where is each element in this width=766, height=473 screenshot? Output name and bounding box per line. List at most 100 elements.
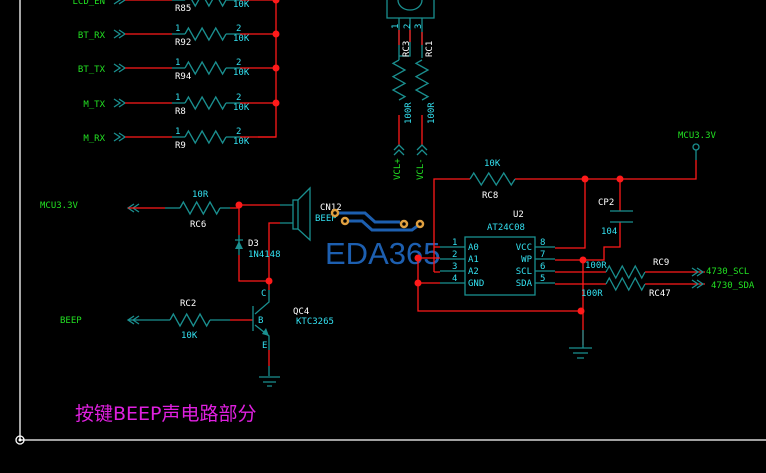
- value-label: 10R: [192, 190, 209, 200]
- resistor-zigzag: [184, 26, 227, 42]
- pin-name: WP: [521, 255, 532, 265]
- section-title: 按键BEEP声电路部分: [75, 403, 257, 425]
- resistor-rc9[interactable]: 100R RC9: [585, 258, 669, 280]
- junction-dot: [235, 201, 243, 209]
- pin-name: VCC: [516, 243, 532, 253]
- pin-name: A1: [468, 255, 479, 265]
- pull-resistor-row[interactable]: LCD_EN1210KR85: [72, 0, 280, 14]
- value-label: 100R: [427, 102, 437, 124]
- pin-number: 4: [452, 274, 457, 284]
- resistor-rc3[interactable]: RC3 100R: [391, 41, 414, 145]
- pull-resistor-bank: LCD_EN1210KR85BT_RX1210KR92BT_TX1210KR94…: [72, 0, 280, 151]
- diode-d3[interactable]: D3 1N4148: [235, 235, 281, 260]
- net-label-mcu3v3[interactable]: MCU3.3V: [40, 201, 79, 211]
- net-label[interactable]: M_TX: [83, 100, 105, 110]
- ref-label: U2: [513, 210, 524, 220]
- value-label: AT24C08: [487, 223, 525, 233]
- ref-label: R92: [175, 38, 191, 48]
- net-label[interactable]: M_RX: [83, 134, 105, 144]
- origin-marker: [15, 435, 25, 445]
- value-label: 100R: [404, 102, 414, 124]
- pcb-trace-overlay: [330, 208, 425, 232]
- resistor-zigzag: [469, 171, 516, 187]
- value-label: 10K: [233, 103, 250, 113]
- ref-label: RC3: [402, 41, 412, 57]
- speaker-cn12[interactable]: CN12 BEEP: [292, 186, 342, 242]
- pin-name: A2: [468, 267, 479, 277]
- value-label: BEEP: [315, 214, 337, 224]
- pin-name: SCL: [516, 267, 532, 277]
- pin-number: 3: [452, 262, 457, 272]
- ref-label: QC4: [293, 307, 309, 317]
- resistor-zigzag: [184, 129, 227, 145]
- ref-label: R85: [175, 4, 191, 14]
- value-label: 10K: [181, 331, 198, 341]
- pin-number: 2: [452, 250, 457, 260]
- net-label[interactable]: BT_TX: [78, 65, 106, 75]
- pin-number: 1: [175, 24, 180, 34]
- pin-number: 8: [540, 238, 545, 248]
- ref-label: RC8: [482, 191, 498, 201]
- value-label: 10K: [233, 137, 250, 147]
- value-label: 10K: [233, 0, 250, 10]
- pin-number: 2: [403, 24, 413, 29]
- power-port-icon: [692, 143, 700, 151]
- resistor-rc6[interactable]: 10R RC6: [179, 190, 221, 230]
- pin-number: 1: [175, 58, 180, 68]
- ref-label: RC9: [653, 258, 669, 268]
- net-port-arrow: [113, 29, 127, 39]
- ref-label: RC6: [190, 220, 206, 230]
- net-label-vcl-plus[interactable]: VCL+: [393, 158, 403, 180]
- value-label: 100R: [585, 261, 607, 271]
- pin-name: A0: [468, 243, 479, 253]
- net-label-beep[interactable]: BEEP: [60, 316, 82, 326]
- pin-label: E: [262, 341, 267, 351]
- resistor-zigzag: [391, 59, 407, 101]
- pin-number: 6: [540, 262, 545, 272]
- value-label: 10K: [233, 68, 250, 78]
- net-port-arrow: [126, 315, 170, 325]
- value-label: 10K: [484, 159, 501, 169]
- pin-number: 1: [175, 127, 180, 137]
- value-label: 100R: [581, 289, 603, 299]
- pin-number: 1: [452, 238, 457, 248]
- transistor-qc4[interactable]: C B E QC4 KTC3265: [252, 289, 334, 351]
- ref-label: RC47: [649, 289, 671, 299]
- net-label-vcl-minus[interactable]: VCL-: [416, 158, 426, 180]
- ref-label: CP2: [598, 198, 614, 208]
- pin-number: 3: [414, 24, 424, 29]
- junction-dots: [414, 175, 624, 315]
- ground-icon: [569, 330, 592, 359]
- resistor-rc47[interactable]: 100R RC47: [581, 276, 671, 299]
- connector-jack-arc: [397, 0, 423, 11]
- net-port-arrow: [113, 0, 127, 5]
- pin-number: 5: [540, 274, 545, 284]
- net-label-mcu3v3[interactable]: MCU3.3V: [678, 131, 717, 141]
- net-port-arrow: [113, 63, 127, 73]
- ground-icon: [259, 342, 280, 387]
- pin-number: 1: [391, 24, 401, 29]
- resistor-zigzag: [179, 200, 221, 216]
- net-label[interactable]: BT_RX: [78, 31, 106, 41]
- resistor-rc1[interactable]: RC1 100R: [414, 41, 437, 145]
- sheet-border: [19, 0, 766, 441]
- watermark-logo: EDA365: [325, 236, 440, 271]
- net-label-scl[interactable]: 4730_SCL: [706, 267, 749, 277]
- pin-number: 1: [175, 93, 180, 103]
- pin-label: C: [261, 289, 266, 299]
- ref-label: D3: [248, 239, 259, 249]
- resistor-rc8[interactable]: 10K RC8: [469, 159, 516, 201]
- vcl-connector[interactable]: 1 2 3: [386, 0, 435, 60]
- net-label[interactable]: LCD_EN: [72, 0, 105, 7]
- net-port-arrow: [113, 132, 127, 142]
- resistor-rc2[interactable]: RC2 10K: [169, 299, 211, 341]
- value-label: KTC3265: [296, 317, 334, 327]
- net-label-sda[interactable]: 4730_SDA: [711, 281, 755, 291]
- capacitor-cp2[interactable]: CP2 104: [598, 198, 633, 237]
